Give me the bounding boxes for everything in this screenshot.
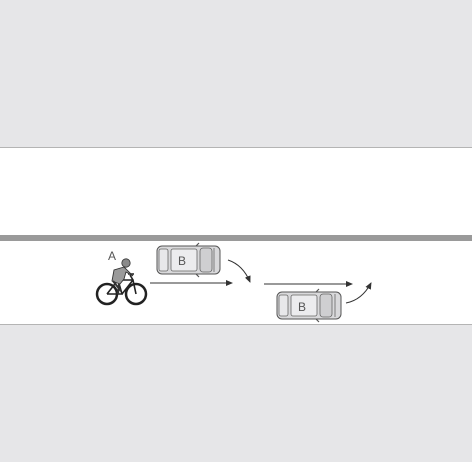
car-b-turn-arrow-second [345,282,372,304]
car-label-first: B [178,254,186,268]
rider-body [111,266,134,285]
car-b-second: B [276,288,342,323]
top-sidewalk [0,0,472,147]
lower-lane [0,241,472,324]
upper-lane [0,148,472,235]
bottom-sidewalk [0,325,472,462]
bicycle-front-wheel [124,282,148,306]
cyclist-a: A [95,249,148,306]
rider-legs [112,280,122,295]
rider-head [121,258,131,268]
car-b-turn-arrow-first [227,259,251,283]
cyclist-label: A [108,249,116,263]
median-divider [0,235,472,241]
car-label-second: B [298,300,306,314]
bicycle-frame [106,273,137,295]
car-b-first: B [156,242,221,278]
